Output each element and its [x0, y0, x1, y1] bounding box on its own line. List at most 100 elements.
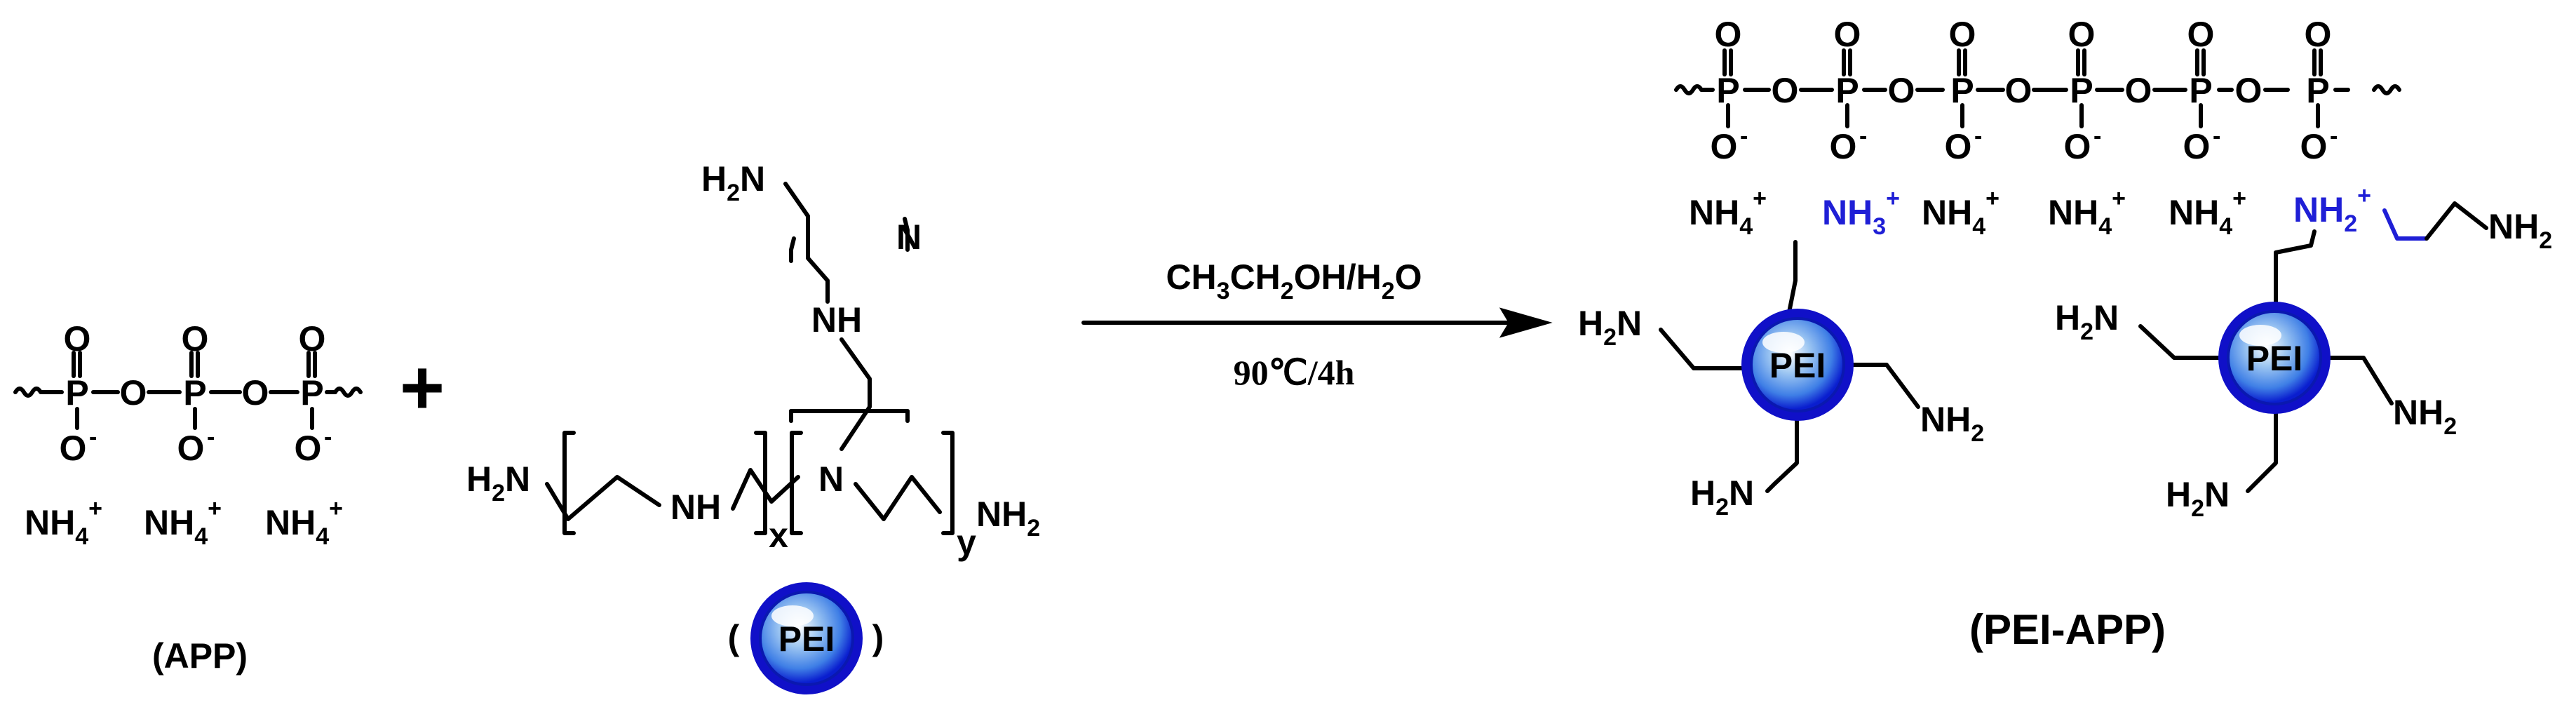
protonated-amine-nh3: NH3+ — [1822, 185, 1900, 240]
oxo-oxygen: O — [1949, 15, 1976, 54]
anion-oxygen: O — [177, 429, 205, 468]
repeat-count-y: y — [957, 523, 976, 562]
oxo-oxygen: O — [182, 319, 209, 358]
amine-group: NH2 — [1920, 400, 1984, 447]
repeat-bracket — [903, 217, 910, 252]
protonated-amine-nh2: NH2+ — [2293, 182, 2371, 237]
negative-charge: - — [89, 424, 97, 450]
anion-oxygen: O — [2064, 127, 2091, 166]
phosphate-unit — [2195, 48, 2206, 128]
anion-oxygen: O — [1830, 127, 1857, 166]
left-amine-group: H2N — [466, 459, 530, 506]
branch-index: N — [896, 217, 922, 257]
ammonium-ion: NH4+ — [2169, 185, 2246, 240]
pei-structure: H2N N NH H2N NH N NH2 x y ( PEI ) — [466, 159, 1040, 696]
nh-group: NH — [670, 488, 721, 527]
nh-group: NH — [811, 300, 862, 340]
negative-charge: - — [1740, 123, 1748, 149]
reaction-arrow: CH3CH2OH/H2O 90℃/4h — [1081, 257, 1553, 392]
phosphorus-atom: P — [1835, 71, 1859, 110]
phosphate-unit — [147, 351, 242, 430]
ammonium-ion: NH4+ — [1922, 185, 2000, 240]
phosphorus-atom: P — [2306, 71, 2329, 110]
amine-group: NH2 — [2393, 393, 2457, 440]
oxo-oxygen: O — [64, 319, 91, 358]
phosphorus-atom: P — [300, 373, 323, 412]
phosphate-unit — [2312, 48, 2323, 128]
negative-charge: - — [2330, 123, 2338, 149]
bridging-oxygen: O — [242, 373, 269, 412]
ammonium-ion: NH4+ — [25, 495, 102, 550]
phosphorus-atom: P — [1950, 71, 1974, 110]
repeat-bracket — [789, 236, 796, 263]
phosphorus-atom: P — [2070, 71, 2093, 110]
ammonium-ion: NH4+ — [265, 495, 343, 550]
sphere-label: PEI — [778, 619, 835, 659]
negative-charge: - — [207, 424, 215, 450]
bridging-oxygen: O — [120, 373, 147, 412]
sphere-label: PEI — [2246, 339, 2303, 378]
ammonium-ion: NH4+ — [1689, 185, 1767, 240]
ammonium-ion: NH4+ — [144, 495, 222, 550]
phosphate-unit — [269, 351, 337, 430]
top-amine-group: H2N — [701, 159, 765, 206]
tertiary-amine: N — [818, 459, 844, 499]
plus-sign: + — [400, 344, 445, 431]
bridging-oxygen: O — [2125, 71, 2152, 110]
anion-oxygen: O — [1711, 127, 1738, 166]
oxo-oxygen: O — [2068, 15, 2096, 54]
oxo-oxygen: O — [2305, 15, 2332, 54]
repeat-bracket — [941, 431, 955, 535]
negative-charge: - — [324, 424, 332, 450]
phosphate-unit — [2076, 48, 2086, 128]
chain-end-wave — [333, 387, 363, 398]
bridging-oxygen: O — [1888, 71, 1915, 110]
repeat-count-x: x — [769, 516, 788, 555]
oxo-oxygen: O — [1834, 15, 1861, 54]
phosphate-unit — [1957, 48, 1967, 128]
pei-app-product: O O O O O O P P P P P P O O O O O O O O … — [1578, 15, 2552, 653]
negative-charge: - — [2213, 123, 2220, 149]
phosphate-unit — [1722, 48, 1733, 128]
ammonium-ion: NH4+ — [2048, 185, 2126, 240]
bridging-oxygen: O — [1772, 71, 1799, 110]
amine-group: NH2 — [2488, 207, 2552, 254]
phosphorus-atom: P — [1716, 71, 1739, 110]
phosphate-unit — [40, 351, 120, 430]
bridging-oxygen: O — [2235, 71, 2263, 110]
paren-open: ( — [728, 618, 740, 657]
oxo-oxygen: O — [1715, 15, 1742, 54]
anion-oxygen: O — [1945, 127, 1972, 166]
phosphorus-atom: P — [65, 373, 88, 412]
amine-group: H2N — [2055, 298, 2119, 345]
phosphorus-atom: P — [2189, 71, 2212, 110]
negative-charge: - — [1859, 123, 1867, 149]
anion-oxygen: O — [2183, 127, 2211, 166]
anion-oxygen: O — [2300, 127, 2328, 166]
solvent-condition: CH3CH2OH/H2O — [1166, 257, 1422, 304]
amine-group: H2N — [1690, 473, 1754, 520]
anion-oxygen: O — [295, 429, 322, 468]
bridging-oxygen: O — [2005, 71, 2032, 110]
repeat-bracket — [754, 431, 767, 535]
oxo-oxygen: O — [2187, 15, 2215, 54]
repeat-bracket — [562, 431, 576, 535]
negative-charge: - — [2093, 123, 2101, 149]
app-caption: (APP) — [152, 636, 248, 676]
product-caption: (PEI-APP) — [1969, 606, 2166, 653]
paren-close: ) — [872, 618, 884, 657]
anion-oxygen: O — [60, 429, 87, 468]
chain-end-wave — [13, 387, 43, 398]
amine-group: H2N — [1578, 304, 1642, 351]
negative-charge: - — [1974, 123, 1982, 149]
repeat-bracket — [790, 431, 803, 535]
app-structure: O O O P P P O O O O O - - - NH4+ NH4+ NH… — [13, 319, 363, 676]
temperature-time-condition: 90℃/4h — [1234, 353, 1355, 392]
right-amine-group: NH2 — [976, 495, 1040, 542]
oxo-oxygen: O — [299, 319, 326, 358]
phosphorus-atom: P — [183, 373, 206, 412]
amine-group: H2N — [2166, 475, 2230, 522]
phosphate-unit — [1842, 48, 1852, 128]
sphere-label: PEI — [1769, 346, 1826, 385]
